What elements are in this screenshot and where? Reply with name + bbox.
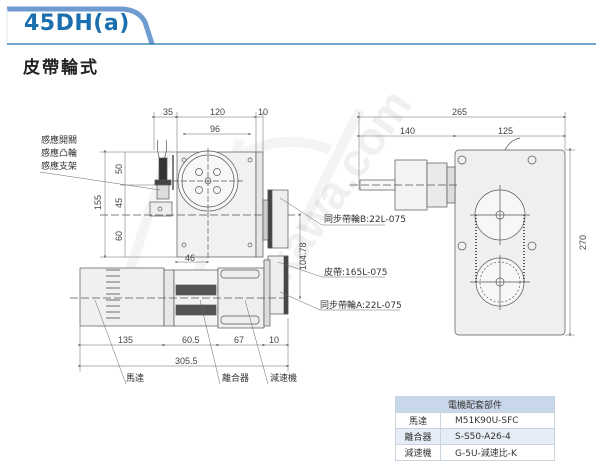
dim-96: 96 [210, 124, 220, 134]
label-pulley-a: 同步帶輪A:22L-075 [320, 299, 402, 311]
header-banner: 45DH(a) [0, 0, 602, 50]
label-sensor-cam: 感應凸輪 [41, 147, 77, 159]
dim-155: 155 [93, 195, 103, 210]
dim-45: 45 [114, 198, 124, 208]
label-sensor-bracket: 感應支架 [41, 160, 77, 172]
table-row: 馬達 M51K90U-SFC [395, 412, 555, 429]
part-name: 離合器 [395, 428, 441, 445]
part-name: 減速機 [395, 444, 441, 461]
parts-table-title: 電機配套部件 [395, 396, 555, 413]
dim-120: 120 [210, 107, 225, 117]
dim-305-5: 305.5 [175, 356, 198, 366]
dim-135: 135 [118, 335, 133, 345]
part-name: 馬達 [395, 412, 441, 429]
header-tab-shape [6, 6, 596, 45]
section-subtitle: 皮帶輪式 [23, 58, 99, 78]
dim-50: 50 [114, 164, 124, 174]
dim-10-bottom: 10 [269, 335, 279, 345]
table-row: 離合器 S-S50-A26-4 [395, 428, 555, 445]
dim-270: 270 [578, 235, 588, 250]
dim-60-5: 60.5 [182, 335, 200, 345]
dim-140: 140 [400, 126, 415, 136]
part-value: G-5U-減速比-K [440, 444, 555, 461]
dim-10-top: 10 [258, 107, 268, 117]
model-title: 45DH(a) [24, 11, 130, 36]
dim-46: 46 [185, 253, 195, 263]
part-value: M51K90U-SFC [440, 412, 555, 429]
dim-60: 60 [114, 231, 124, 241]
dim-265: 265 [452, 107, 467, 117]
parts-table: 電機配套部件 馬達 M51K90U-SFC 離合器 S-S50-A26-4 減速… [395, 396, 555, 461]
dim-67: 67 [234, 335, 244, 345]
label-motor: 馬達 [126, 372, 144, 384]
dim-104-78: 104.78 [298, 242, 308, 270]
part-value: S-S50-A26-4 [440, 428, 555, 445]
label-belt: 皮帶:165L-075 [324, 266, 388, 278]
table-row: 減速機 G-5U-減速比-K [395, 444, 555, 461]
label-sensor-switch: 感應開關 [41, 134, 77, 146]
label-reducer: 減速機 [270, 372, 297, 384]
label-clutch: 離合器 [222, 372, 249, 384]
dim-125: 125 [498, 126, 513, 136]
label-pulley-b: 同步帶輪B:22L-075 [324, 213, 406, 225]
dim-35: 35 [163, 107, 173, 117]
